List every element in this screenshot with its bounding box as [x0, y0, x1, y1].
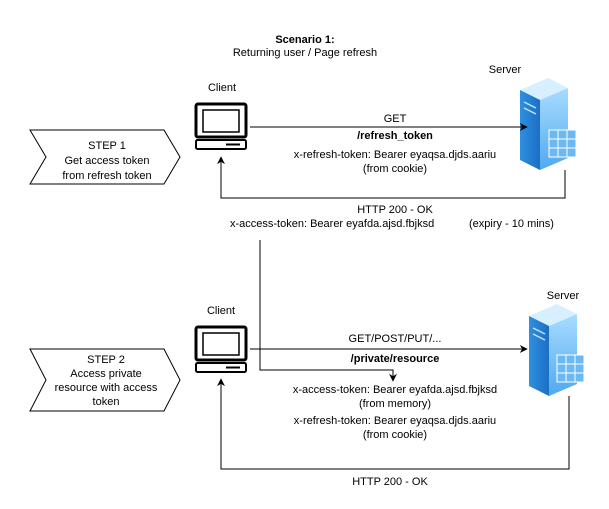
server-icon: [520, 78, 577, 170]
client-computer-icon: [194, 325, 248, 373]
step-2-label-line: resource with access: [55, 382, 158, 394]
step-1-label-line: from refresh token: [62, 170, 151, 182]
request-2-method: GET/POST/PUT/...: [349, 333, 442, 345]
request-1-method: GET: [384, 113, 407, 125]
request-2-access-header: x-access-token: Bearer eyafda.ajsd.fbjks…: [293, 384, 497, 396]
client-top-label: Client: [208, 82, 236, 94]
response-2-status: HTTP 200 - OK: [352, 476, 428, 488]
request-2-access-source: (from memory): [359, 398, 431, 410]
response-1-expiry: (expiry - 10 mins): [469, 218, 554, 230]
request-1-header-source: (from cookie): [363, 163, 427, 175]
step-1-shape: STEP 1 Get access token from refresh tok…: [29, 129, 181, 185]
step-1-label-line: STEP 1: [88, 140, 126, 152]
client-computer-icon: [194, 102, 248, 150]
server-bottom-label: Server: [547, 290, 580, 302]
server-icon: [529, 304, 585, 396]
diagram-title: Scenario 1:: [275, 34, 334, 46]
step-2-label-line: Access private: [70, 368, 142, 380]
request-2-path: /private/resource: [351, 353, 440, 365]
step-1-label-line: Get access token: [65, 155, 150, 167]
response-1-status: HTTP 200 - OK: [357, 204, 433, 216]
response-1-access-token: x-access-token: Bearer eyafda.ajsd.fbjks…: [230, 218, 434, 230]
request-1-refresh-header: x-refresh-token: Bearer eyaqsa.djds.aari…: [294, 149, 496, 161]
request-1-path: /refresh_token: [357, 130, 433, 142]
response-2-arrow: [217, 378, 570, 470]
access-token-connector: [259, 240, 397, 382]
step-2-label-line: STEP 2: [87, 354, 125, 366]
server-top-label: Server: [489, 64, 522, 76]
step-2-shape: STEP 2 Access private resource with acce…: [29, 348, 181, 412]
client-bottom-label: Client: [207, 305, 235, 317]
response-1-arrow: [217, 156, 566, 199]
step-2-label-line: token: [93, 396, 120, 408]
request-2-refresh-source: (from cookie): [363, 429, 427, 441]
diagram-subtitle: Returning user / Page refresh: [233, 47, 377, 59]
request-2-refresh-header: x-refresh-token: Bearer eyaqsa.djds.aari…: [294, 415, 496, 427]
